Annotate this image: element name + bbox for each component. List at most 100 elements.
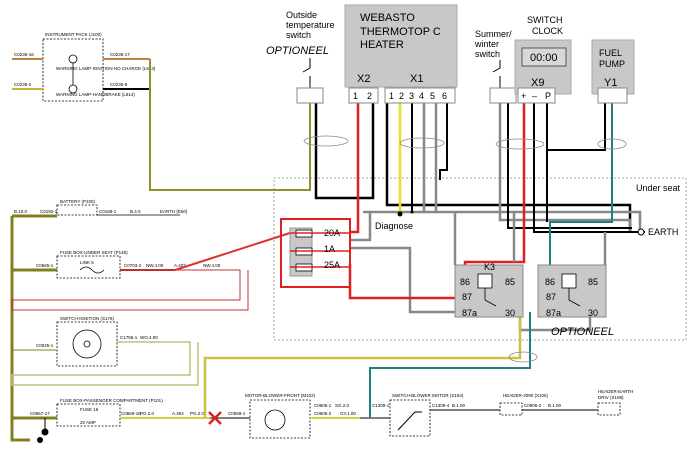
fuse-20a: 20A — [324, 228, 340, 238]
x1-pin-2: 2 — [399, 91, 404, 101]
header2-sub: DRIV (X108) — [598, 395, 624, 400]
outside-temp-label-2: temperature — [286, 20, 335, 30]
header2-title: HEADER-EARTH — [598, 389, 633, 394]
h1-pin-2: B.1.00 — [548, 403, 562, 408]
switch-clock-label-1: SWITCH — [527, 15, 563, 25]
relay-optional: 86 85 87 87a 30 OPTIONEEL — [537, 264, 614, 338]
ip-pin-2: C0236-17 — [110, 52, 130, 57]
switch-blower-title: SWITCH-BLOWER MOTOR (S184) — [392, 393, 464, 398]
fuse-25a: 25A — [324, 260, 340, 270]
fp-pin-5: C0559-1 — [228, 411, 246, 416]
under-seat-region — [273, 177, 687, 341]
summer-winter-label-1: Summer/ — [475, 29, 512, 39]
fuse-1a: 1A — [324, 244, 335, 254]
summer-winter-switch: Summer/ winter switch — [474, 29, 517, 104]
instrument-pack-title: INSTRUMENT PACK (J100) — [45, 32, 102, 37]
battery-wire: B.4.0 — [130, 209, 141, 214]
opt-pin-87: 87 — [546, 292, 556, 302]
mb-pin-3: C0605-2 — [314, 411, 332, 416]
h1-pin-1: C0905-2 — [524, 403, 542, 408]
webasto-title-3: HEATER — [360, 39, 404, 51]
webasto-title-2: THERMOTOP C — [360, 26, 441, 38]
fp-pin-2: PG.2.0 — [140, 411, 155, 416]
fusebox-under-seat-right: C0703-2 — [124, 263, 142, 268]
x1-pin-4: 4 — [419, 91, 424, 101]
switch-ignition-right: C1755-1 — [120, 335, 138, 340]
fuse-block-frame — [280, 218, 351, 288]
webasto-box — [344, 4, 458, 88]
fusebox-passenger-title: FUSE BOX-PASSENGER COMPARTMENT (P101) — [60, 398, 163, 403]
k3-pin-85: 85 — [505, 277, 515, 287]
left-schematic: INSTRUMENT PACK (J100) C0236-16 C0236-17… — [10, 32, 633, 443]
x9-pin-plus: + — [521, 91, 526, 101]
main-wiring — [149, 59, 645, 418]
fp-pin-1: C0669-16 — [121, 411, 141, 416]
switch-ignition-title: SWITCH-IGNITION (S176) — [60, 316, 115, 321]
relay-k3: K3 86 85 87 87a 30 — [454, 262, 524, 318]
webasto-title-1: WEBASTO — [360, 12, 415, 24]
sb-pin-3: B.1.00 — [452, 403, 466, 408]
fuel-pump-label-2: PUMP — [599, 59, 625, 69]
relay-k3-name: K3 — [484, 262, 495, 272]
switch-clock-label-2: CLOCK — [532, 26, 563, 36]
fusebox-under-seat-link: LINK 5 — [80, 260, 94, 265]
webasto-heater: WEBASTO THERMOTOP C HEATER X2 X1 1 2 1 2… — [344, 4, 458, 104]
webasto-x1-label: X1 — [410, 73, 423, 85]
x2-pin-1: 1 — [353, 91, 358, 101]
mb-pin-2: SG.2.0 — [335, 403, 350, 408]
fusebox-passenger-left: C0667-17 — [30, 411, 50, 416]
ip-lamp2: WARNING LAMP-HANDBRAKE (L614) — [56, 92, 135, 97]
battery-title: BATTERY (P100) — [60, 199, 96, 204]
opt-pin-87a: 87a — [546, 308, 561, 318]
under-seat-label: Under seat — [636, 183, 681, 193]
fusebox-passenger-amp: 20 AMP — [80, 420, 96, 425]
battery-left: B.10.0 — [14, 209, 28, 214]
x9-label: X9 — [531, 77, 544, 89]
x1-connector — [384, 87, 456, 104]
battery-right: C0188-1 — [99, 209, 117, 214]
x2-connector — [348, 87, 379, 104]
x1-pin-1: 1 — [389, 91, 394, 101]
x9-pin-minus: – — [532, 91, 537, 101]
switch-ignition-left: C0045-1 — [36, 343, 54, 348]
x1-pin-6: 6 — [442, 91, 447, 101]
x1-pin-3: 3 — [409, 91, 414, 101]
outside-temp-switch: Outside temperature switch OPTIONEEL — [266, 10, 335, 104]
switch-clock: SWITCH CLOCK 00:00 X9 + – P — [514, 15, 572, 104]
x9-pin-p: P — [545, 91, 551, 101]
cut-mark-icon — [208, 411, 222, 425]
opt-pin-86: 86 — [545, 277, 555, 287]
ip-pin-3: C0236-2 — [14, 82, 32, 87]
earth-label: EARTH — [648, 227, 678, 237]
sb-pin-1: C1309-1 — [372, 403, 390, 408]
clock-display — [521, 47, 567, 67]
opt-pin-85: 85 — [588, 277, 598, 287]
fuel-pump: FUEL PUMP Y1 — [591, 39, 635, 104]
clock-display-value: 00:00 — [530, 52, 558, 64]
fusebox-under-seat-wire3: NW.4.00 — [203, 263, 221, 268]
fusebox-under-seat-wire: NW.4.00 — [146, 263, 164, 268]
header1-title: HEADER-2090 (X106) — [503, 393, 549, 398]
x2-pin-2: 2 — [367, 91, 372, 101]
diagnose-label: Diagnose — [375, 221, 413, 231]
x9-connector — [517, 87, 556, 104]
motor-blower-title: MOTOR-BLOWER-FRONT (M102) — [245, 393, 316, 398]
fp-pin-3: A.304 — [172, 411, 184, 416]
outside-temp-label-1: Outside — [286, 10, 317, 20]
sb-pin-2: C1309-4 — [432, 403, 450, 408]
relay-optional-label: OPTIONEEL — [551, 326, 614, 338]
outside-temp-connector — [296, 87, 324, 104]
summer-winter-label-3: switch — [475, 49, 500, 59]
ip-pin-1: C0236-16 — [14, 52, 34, 57]
x1-pin-5: 5 — [430, 91, 435, 101]
instrument-pack-box — [42, 38, 104, 102]
battery-earth: EARTH (E50) — [160, 209, 188, 214]
switch-ignition-wire: WO.4.00 — [140, 335, 158, 340]
mb-pin-1: C0605-1 — [314, 403, 332, 408]
battery-mid: C0192-1 — [40, 209, 58, 214]
ip-lamp1: WARNING LAMP-IGNITION NO CHARGE (L613) — [56, 66, 156, 71]
ip-pin-4: C0236-8 — [110, 82, 128, 87]
mb-pin-4: GY.1.00 — [340, 411, 356, 416]
summer-winter-connector — [489, 87, 517, 104]
